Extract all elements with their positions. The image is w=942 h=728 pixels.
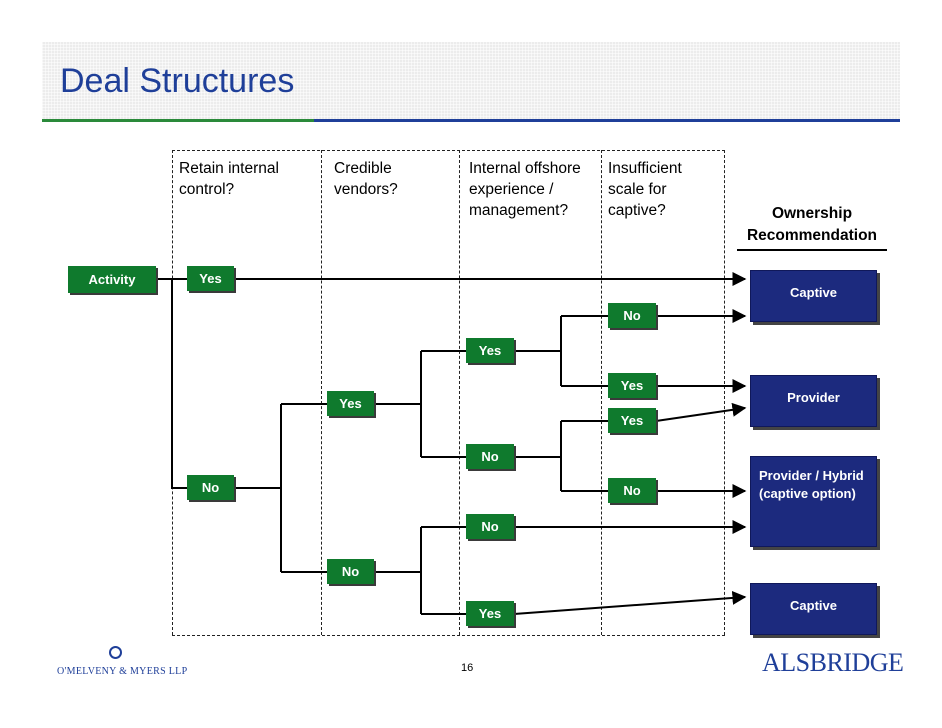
question-line: Retain internal — [179, 160, 279, 177]
q2-no-node: No — [327, 559, 374, 584]
question-internal-offshore-experience: Internal offshore experience / managemen… — [469, 158, 581, 221]
recommendation-label: Captive — [790, 598, 837, 613]
ownership-heading-underline — [737, 249, 887, 251]
question-line: management? — [469, 202, 569, 219]
question-insufficient-scale: Insufficient scale for captive? — [608, 158, 682, 221]
ownership-recommendation-heading: Ownership Recommendation — [735, 203, 889, 247]
column-divider — [601, 150, 602, 635]
question-credible-vendors: Credible vendors? — [334, 158, 398, 200]
header-band — [42, 42, 900, 120]
recommendation-captive-top: Captive — [750, 270, 877, 322]
question-line: vendors? — [334, 181, 398, 198]
q2-yes-node: Yes — [327, 391, 374, 416]
logo-text: O'MELVENY & MYERS LLP — [57, 666, 188, 677]
connector-activity-no — [156, 278, 187, 489]
column-divider — [459, 150, 460, 635]
logo-o-mark-icon — [109, 646, 122, 659]
q3-no-lower-node: No — [466, 514, 514, 539]
question-line: Insufficient — [608, 160, 682, 177]
question-line: Credible — [334, 160, 392, 177]
question-line: experience / — [469, 181, 554, 198]
recommendation-label: Captive — [790, 285, 837, 300]
q4-yes-lower-node: Yes — [608, 408, 656, 433]
recommendation-label: Provider / Hybrid — [759, 468, 864, 483]
title-underline-green — [42, 119, 314, 122]
page-title: Deal Structures — [60, 62, 295, 100]
question-line: captive? — [608, 202, 666, 219]
q4-no-top-node: No — [608, 303, 656, 328]
question-line: Internal offshore — [469, 160, 581, 177]
column-divider — [321, 150, 322, 635]
column-divider — [724, 150, 725, 635]
recommendation-sublabel: (captive option) — [759, 486, 856, 501]
recommendation-captive-bottom: Captive — [750, 583, 877, 635]
q3-yes-bottom-node: Yes — [466, 601, 514, 626]
question-area-bottom-border — [172, 635, 725, 636]
q1-yes-node: Yes — [187, 266, 234, 291]
arrow-q3-yes-bottom-captive — [513, 590, 747, 615]
q1-no-node: No — [187, 475, 234, 500]
question-line: control? — [179, 181, 235, 198]
arrow-q4-yes-lower-provider — [655, 402, 747, 422]
alsbridge-logo: ALSBRIDGE — [762, 648, 904, 677]
question-retain-internal-control: Retain internal control? — [179, 158, 279, 200]
q3-no-mid-node: No — [466, 444, 514, 469]
title-underline-blue — [314, 119, 900, 122]
question-line: scale for — [608, 181, 667, 198]
question-area-top-border — [172, 150, 725, 151]
recommendation-label: Provider — [787, 390, 840, 405]
page-number: 16 — [461, 662, 474, 674]
q3-yes-top-node: Yes — [466, 338, 514, 363]
activity-node: Activity — [68, 266, 156, 293]
heading-line: Ownership — [771, 205, 853, 222]
recommendation-provider: Provider — [750, 375, 877, 427]
q4-yes-upper-node: Yes — [608, 373, 656, 398]
recommendation-provider-hybrid: Provider / Hybrid (captive option) — [750, 456, 877, 547]
heading-line: Recommendation — [746, 227, 878, 244]
omelveny-myers-logo: O'MELVENY & MYERS LLP — [57, 646, 188, 686]
q4-no-bottom-node: No — [608, 478, 656, 503]
